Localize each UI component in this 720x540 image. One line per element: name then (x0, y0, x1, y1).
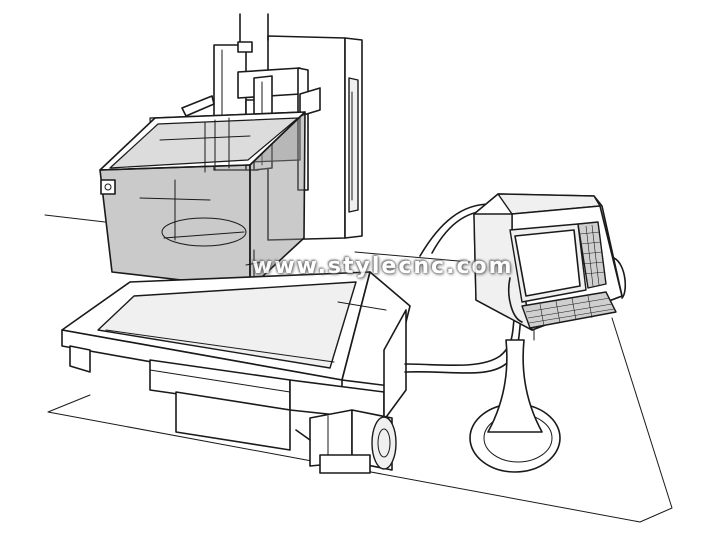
tank-rim (181, 95, 215, 117)
watermark: www.stylecnc.com (252, 254, 514, 279)
work-table (61, 271, 411, 451)
pump-motor (295, 409, 397, 474)
keypad-grid (525, 224, 615, 327)
dielectric-tank (99, 111, 306, 289)
control-console (469, 193, 627, 473)
floor-outline (44, 214, 673, 523)
